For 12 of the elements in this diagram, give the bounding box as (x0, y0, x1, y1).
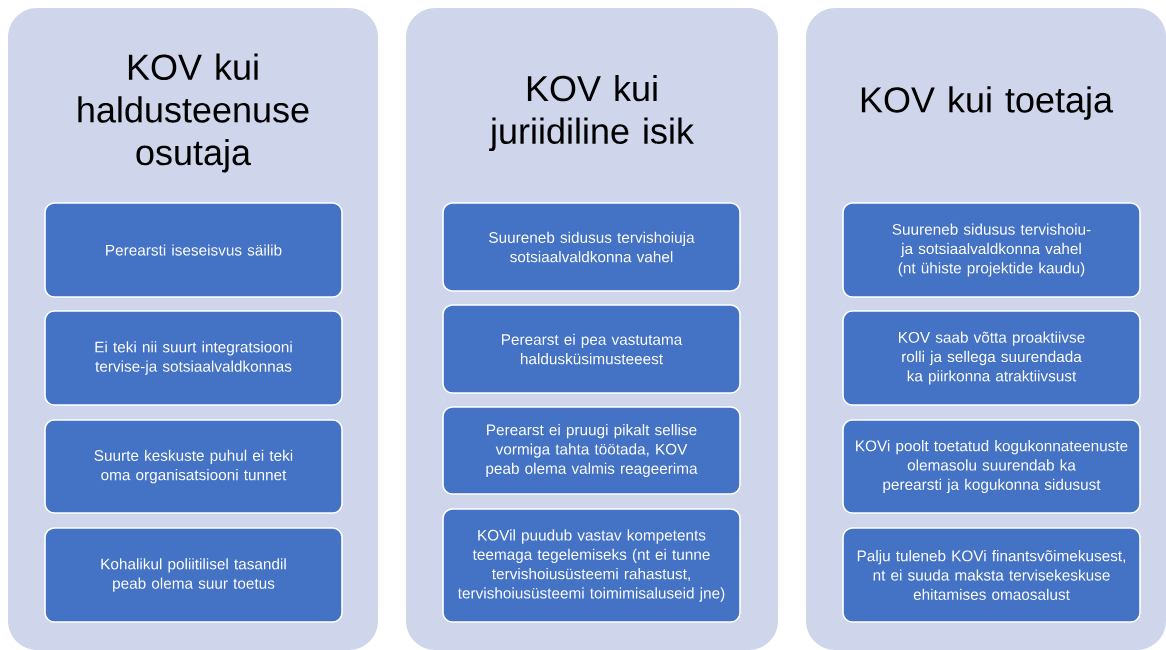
text-box: Suureneb sidusus tervishoiuja sotsiaalvaldkonna vahel (442, 202, 741, 292)
text-box: Perearsti iseseisvus säilib (44, 202, 343, 298)
text-box: Ei teki nii suurt integratsiooni tervise-ja sotsiaalvaldkonnas (44, 310, 343, 406)
text-box: Perearst ei pruugi pikalt sellise vormiga tahta töötada, KOV peab olema valmis reageerima (442, 406, 741, 495)
text-box: Perearst ei pea vastutama haldusküsimusteeest (442, 304, 741, 394)
text-box: Suurte keskuste puhul ei teki oma organisatsiooni tunnet (44, 419, 343, 514)
text-box: KOVil puudub vastav kompetents teemaga tegelemiseks (nt ei tunne tervishoiusüsteemi rahastust, tervishoiusüsteemi toimimisaluseid jne) (442, 508, 741, 623)
text-box: Kohalikul poliitilisel tasandil peab olema suur toetus (44, 527, 343, 623)
text-box: KOV saab võtta proaktiivse rolli ja sellega suurendada ka piirkonna atraktiivsust (842, 310, 1141, 406)
text-box: Suureneb sidusus tervishoiu-ja sotsiaalvaldkonna vahel (nt ühiste projektide kaudu) (842, 202, 1141, 298)
text-box: KOVi poolt toetatud kogukonnateenuste olemasolu suurendab ka perearsti ja kogukonna sidusust (842, 419, 1141, 514)
text-box: Palju tuleneb KOVi finantsvõimekusest, nt ei suuda maksta tervisekeskuse ehitamises omaosalust (842, 527, 1141, 623)
